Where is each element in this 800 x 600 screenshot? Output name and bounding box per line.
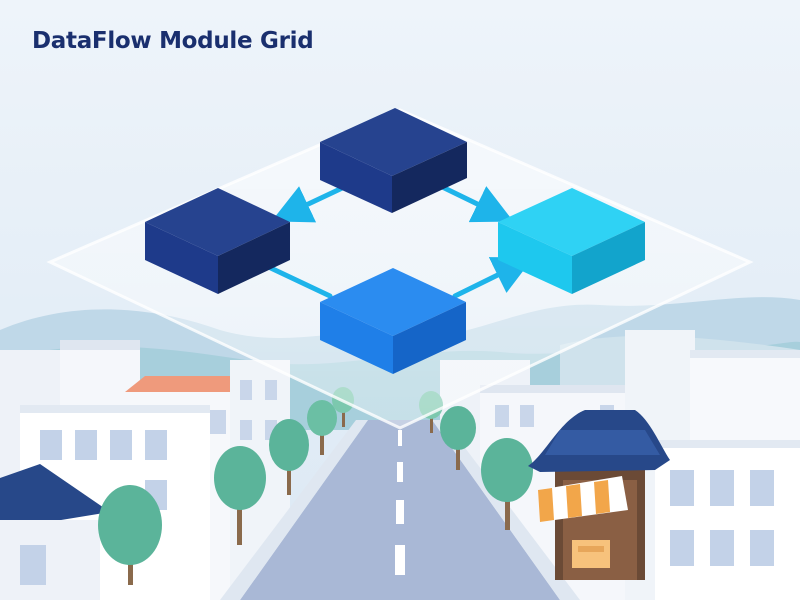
shop-counter (572, 540, 610, 568)
module-block-bottom (320, 268, 466, 374)
module-block-right (498, 188, 645, 294)
connector-bottom-right (452, 257, 534, 299)
trees (98, 387, 533, 585)
page-title: DataFlow Module Grid (32, 28, 314, 54)
traditional-shop (528, 410, 670, 580)
module-block-top (320, 108, 467, 213)
navy-roof-house (0, 464, 110, 530)
module-block-left (145, 188, 290, 294)
striped-awning (538, 476, 628, 522)
